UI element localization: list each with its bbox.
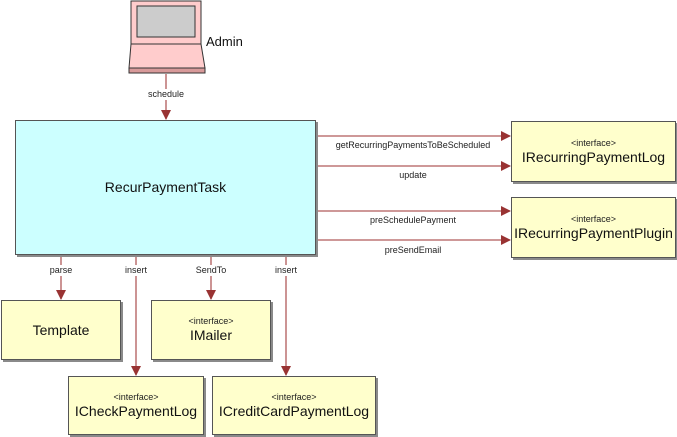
class-name: Template <box>32 321 90 338</box>
interface-irecurringpaymentplugin[interactable]: <interface> IRecurringPaymentPlugin <box>511 197 676 258</box>
actor-admin-label: Admin <box>206 34 243 49</box>
label-getrecurring: getRecurringPaymentsToBeScheduled <box>333 140 493 151</box>
stereotype: <interface> <box>570 137 617 148</box>
interface-icheckpaymentlog[interactable]: <interface> ICheckPaymentLog <box>68 376 204 435</box>
interface-name: IRecurringPaymentLog <box>521 148 666 165</box>
label-update: update <box>397 170 429 181</box>
interface-icreditcardpaymentlog[interactable]: <interface> ICreditCardPaymentLog <box>212 376 376 435</box>
label-parse: parse <box>47 265 75 276</box>
interface-name: ICreditCardPaymentLog <box>218 402 370 419</box>
component-recurpaymenttask[interactable]: RecurPaymentTask <box>15 120 316 255</box>
stereotype: <interface> <box>271 391 317 402</box>
interface-irecurringpaymentlog[interactable]: <interface> IRecurringPaymentLog <box>511 121 676 182</box>
interface-name: IRecurringPaymentPlugin <box>514 224 673 241</box>
stereotype: <interface> <box>113 391 159 402</box>
label-schedule: schedule <box>145 89 187 100</box>
interface-name: ICheckPaymentLog <box>74 402 198 419</box>
label-presendemail: preSendEmail <box>382 245 444 256</box>
label-insert-creditcard: insert <box>272 265 300 276</box>
stereotype: <interface> <box>570 213 617 224</box>
stereotype: <interface> <box>188 316 234 326</box>
interface-imailer[interactable]: <interface> IMailer <box>151 300 271 360</box>
label-insert-check: insert <box>122 265 150 276</box>
label-sendto: SendTo <box>193 265 229 276</box>
interface-name: IMailer <box>189 327 232 343</box>
laptop-icon <box>128 0 206 74</box>
label-preschedule: preSchedulePayment <box>367 215 459 226</box>
component-name: RecurPaymentTask <box>104 179 227 195</box>
class-template[interactable]: Template <box>1 300 121 360</box>
